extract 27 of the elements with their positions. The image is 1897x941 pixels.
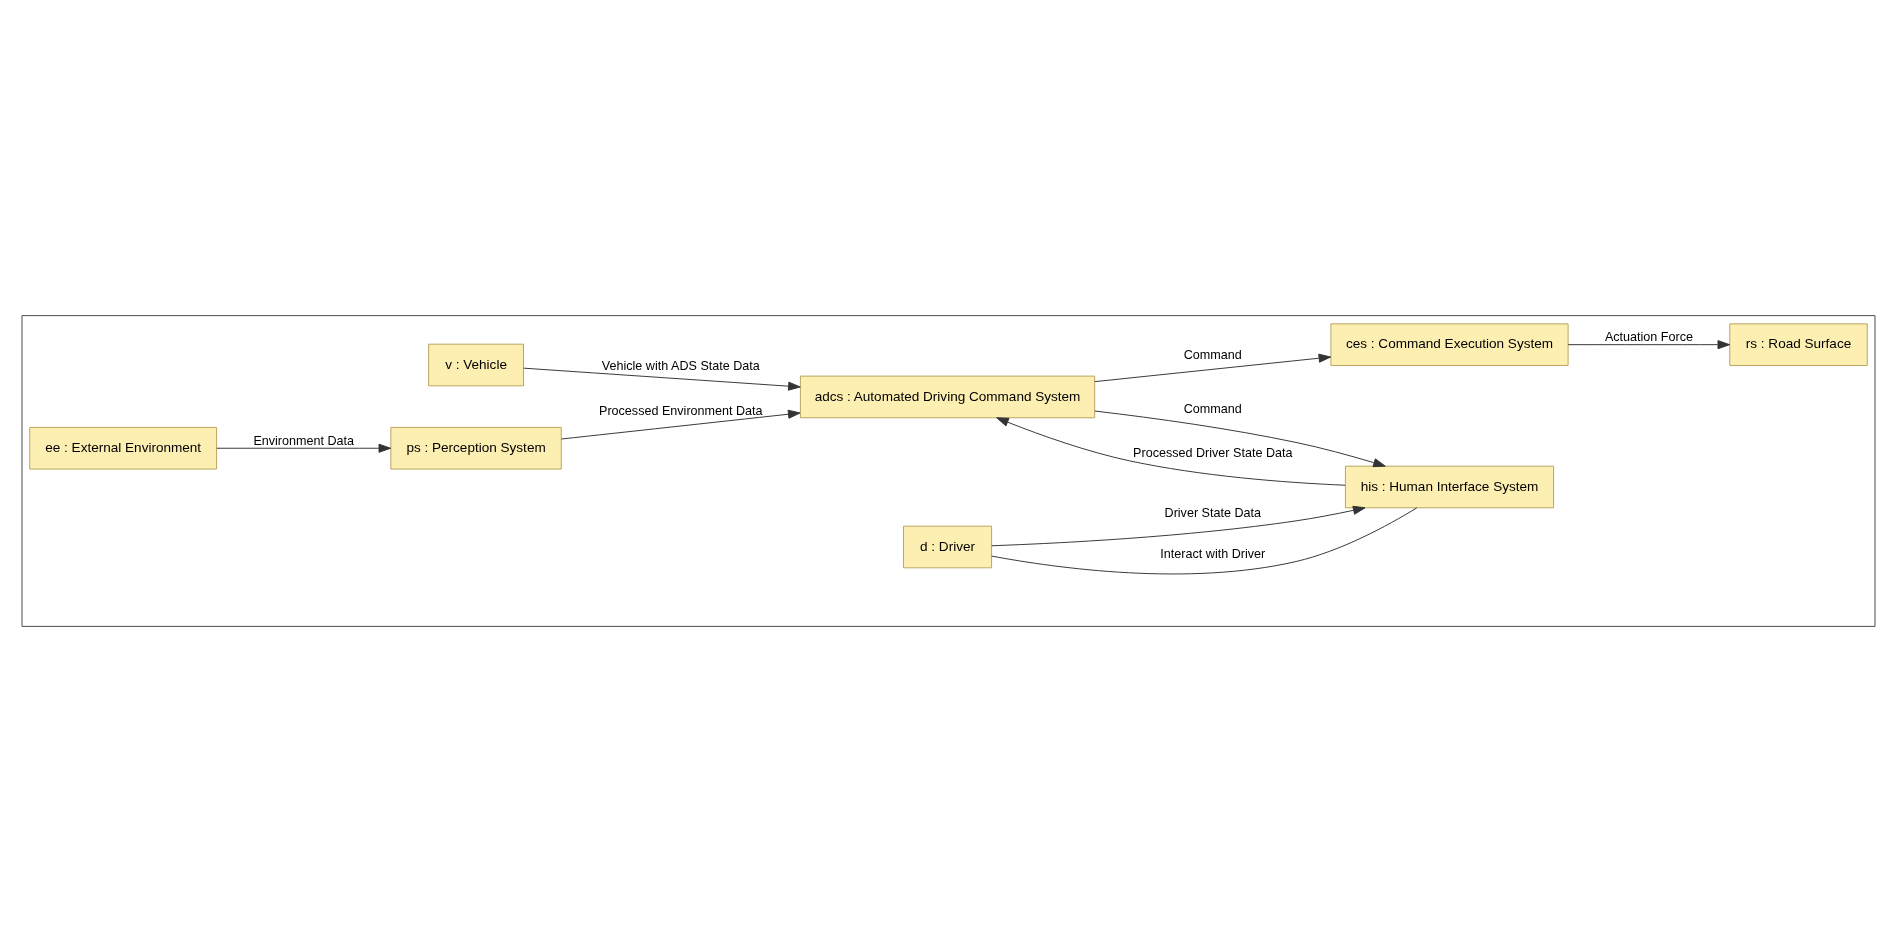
arrow — [991, 505, 1366, 546]
arrow — [523, 367, 801, 391]
cluster — [21, 314, 1876, 627]
node-box: ee : External Environment — [29, 426, 218, 470]
arrow — [216, 443, 392, 453]
arrow — [996, 416, 1346, 486]
edge-label: Command — [1183, 347, 1242, 362]
edge-label: Environment Data — [253, 433, 355, 448]
node-box: v : Vehicle — [428, 343, 524, 386]
node-box: ps : Perception System — [390, 426, 562, 470]
edge-label: Processed Environment Data — [599, 403, 763, 418]
edge-label: Processed Driver State Data — [1133, 445, 1293, 460]
edge-label: Interact with Driver — [1160, 546, 1266, 561]
edge-label: Actuation Force — [1604, 329, 1693, 344]
connector — [991, 506, 1418, 574]
node-box: rs : Road Surface — [1729, 322, 1868, 366]
node-box: ces : Command Execution System — [1330, 322, 1569, 366]
arrow — [1094, 410, 1386, 467]
arrow — [1567, 339, 1731, 349]
node-box: d : Driver — [903, 525, 993, 568]
edge-label: Command — [1183, 401, 1242, 416]
arrow — [1094, 353, 1332, 382]
node-box: his : Human Interface System — [1344, 465, 1555, 508]
arrow — [561, 409, 801, 439]
edge-label: Vehicle with ADS State Data — [601, 358, 760, 373]
node-box: adcs : Automated Driving Command System — [799, 375, 1096, 418]
edge-label: Driver State Data — [1164, 505, 1262, 520]
